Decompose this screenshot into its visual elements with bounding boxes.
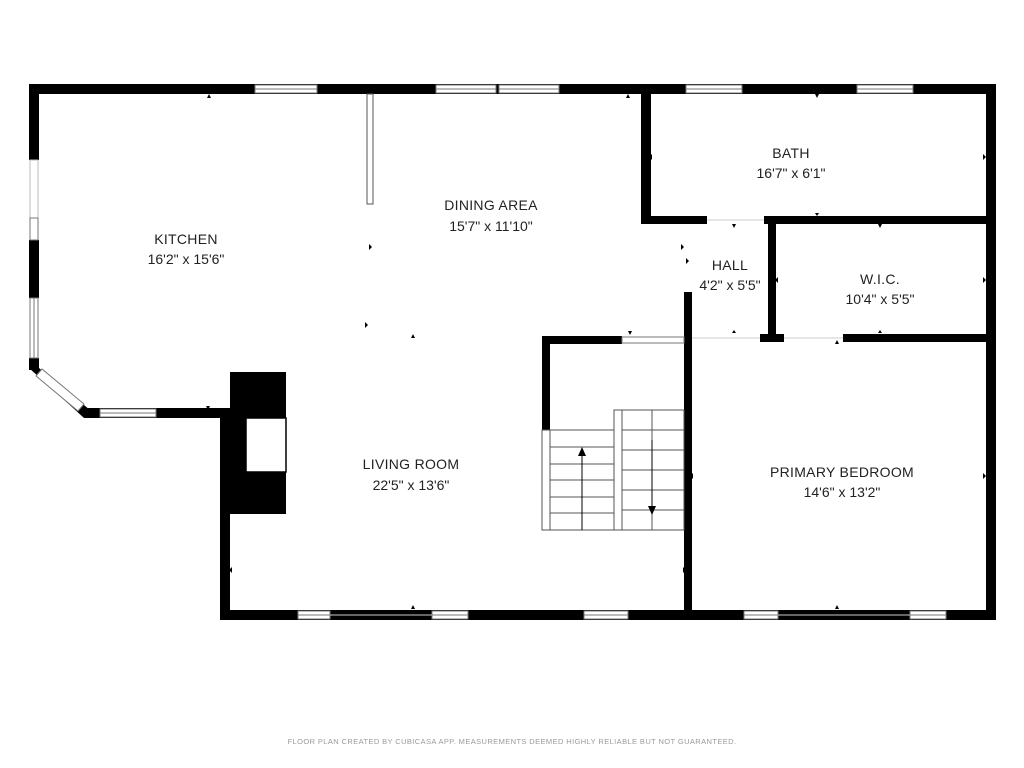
window-bay bbox=[35, 368, 85, 412]
wall-left-upper bbox=[29, 84, 39, 160]
hall-name: HALL bbox=[712, 257, 748, 273]
window-bottom-5 bbox=[909, 610, 947, 620]
wic-dims: 10'4" x 5'5" bbox=[846, 291, 915, 307]
door-openings bbox=[330, 219, 910, 616]
wall-wic-bottom-right bbox=[843, 334, 996, 342]
wall-bath-bottom-right bbox=[764, 216, 996, 224]
window-kitchen-bottom bbox=[99, 408, 157, 418]
wall-left-mid bbox=[29, 240, 39, 298]
wall-wic-bottom-left bbox=[760, 334, 784, 342]
wall-right bbox=[986, 84, 996, 620]
window-top-1 bbox=[254, 84, 318, 94]
windows bbox=[29, 84, 947, 620]
wall-partition-stub bbox=[366, 93, 374, 205]
dining-dims: 15'7" x 11'10" bbox=[449, 218, 533, 234]
bath-name: BATH bbox=[772, 145, 810, 161]
window-bottom-2 bbox=[431, 610, 469, 620]
window-top-4 bbox=[685, 84, 743, 94]
bath-dims: 16'7" x 6'1" bbox=[757, 165, 826, 181]
kitchen-name: KITCHEN bbox=[154, 231, 218, 247]
wall-stair-left bbox=[542, 336, 550, 430]
window-bottom-1 bbox=[297, 610, 331, 620]
dining-name: DINING AREA bbox=[444, 197, 538, 213]
window-bottom-3 bbox=[583, 610, 629, 620]
wall-stair-top bbox=[542, 336, 622, 344]
window-top-5 bbox=[856, 84, 914, 94]
wall-kitchen-bottom bbox=[84, 408, 230, 418]
window-bottom-4 bbox=[743, 610, 779, 620]
kitchen-dims: 16'2" x 15'6" bbox=[148, 251, 225, 267]
footer-disclaimer: FLOOR PLAN CREATED BY CUBICASA APP. MEAS… bbox=[287, 737, 737, 746]
window-left-3 bbox=[29, 297, 39, 359]
window-left-2 bbox=[29, 217, 39, 241]
wall-bath-bottom-left bbox=[641, 216, 707, 224]
wall-left-low bbox=[29, 358, 39, 370]
room-labels: KITCHEN 16'2" x 15'6" DINING AREA 15'7" … bbox=[148, 145, 915, 500]
bedroom-name: PRIMARY BEDROOM bbox=[770, 464, 914, 480]
wic-name: W.I.C. bbox=[860, 271, 900, 287]
window-top-2 bbox=[435, 84, 497, 94]
dimension-markers bbox=[206, 94, 986, 609]
hall-dims: 4'2" x 5'5" bbox=[699, 277, 760, 293]
wall-hall-left bbox=[684, 292, 692, 620]
window-top-3 bbox=[498, 84, 560, 94]
walls bbox=[29, 84, 996, 620]
bedroom-dims: 14'6" x 13'2" bbox=[804, 484, 881, 500]
living-name: LIVING ROOM bbox=[363, 456, 460, 472]
fireplace bbox=[230, 372, 287, 514]
wall-bath-left bbox=[641, 94, 651, 224]
wall-hall-right bbox=[768, 224, 776, 342]
window-stair-top bbox=[621, 336, 685, 344]
wall-living-left bbox=[220, 408, 230, 620]
staircase bbox=[541, 409, 685, 531]
living-dims: 22'5" x 13'6" bbox=[373, 477, 450, 493]
